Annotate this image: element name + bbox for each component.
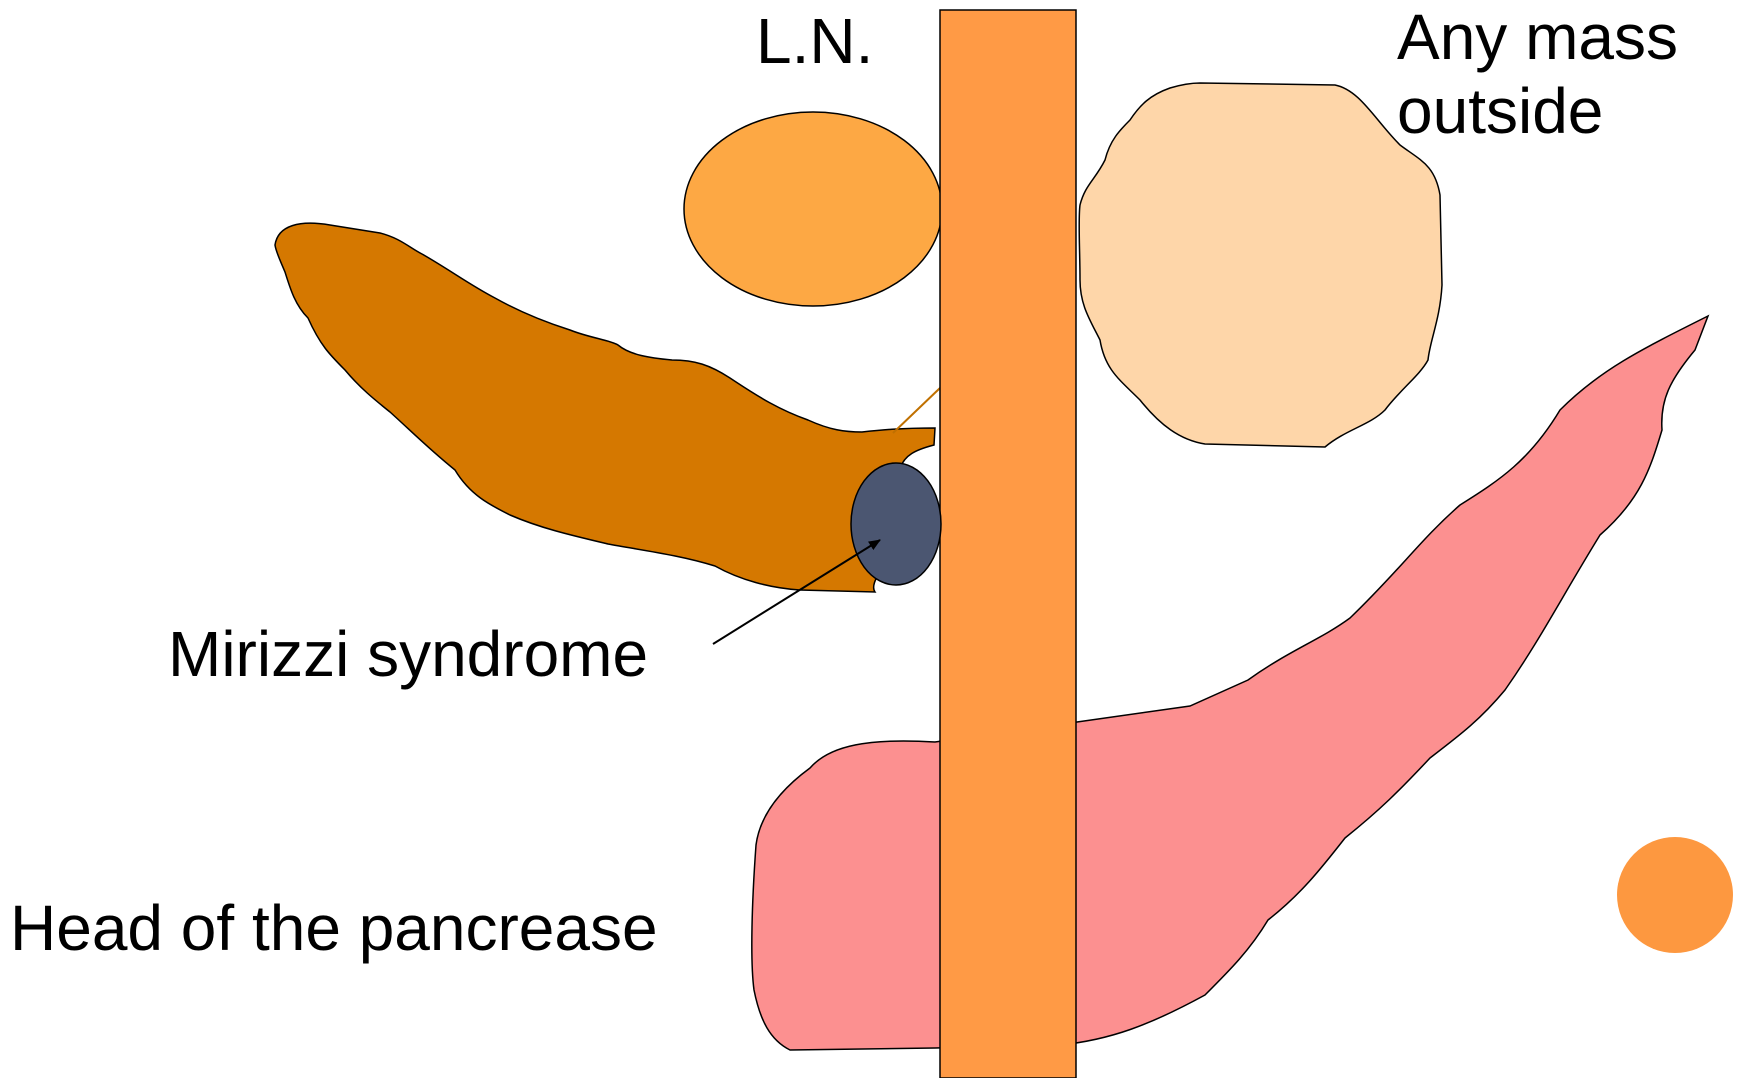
pancreas-head-label: Head of the pancrease: [10, 891, 658, 965]
lymph-node-label: L.N.: [756, 4, 873, 78]
outside-mass-label-line2: outside: [1397, 74, 1678, 148]
cystic-duct-line: [893, 388, 940, 433]
gallstone-shape: [851, 463, 941, 585]
mirizzi-syndrome-label: Mirizzi syndrome: [168, 617, 648, 691]
slide-bullet-dot: [1617, 837, 1733, 953]
outside-mass-label-line1: Any mass: [1397, 0, 1678, 74]
outside-mass-shape: [1079, 83, 1442, 447]
outside-mass-label: Any mass outside: [1397, 0, 1678, 148]
bile-duct-bar: [940, 10, 1076, 1078]
lymph-node-shape: [684, 112, 942, 306]
